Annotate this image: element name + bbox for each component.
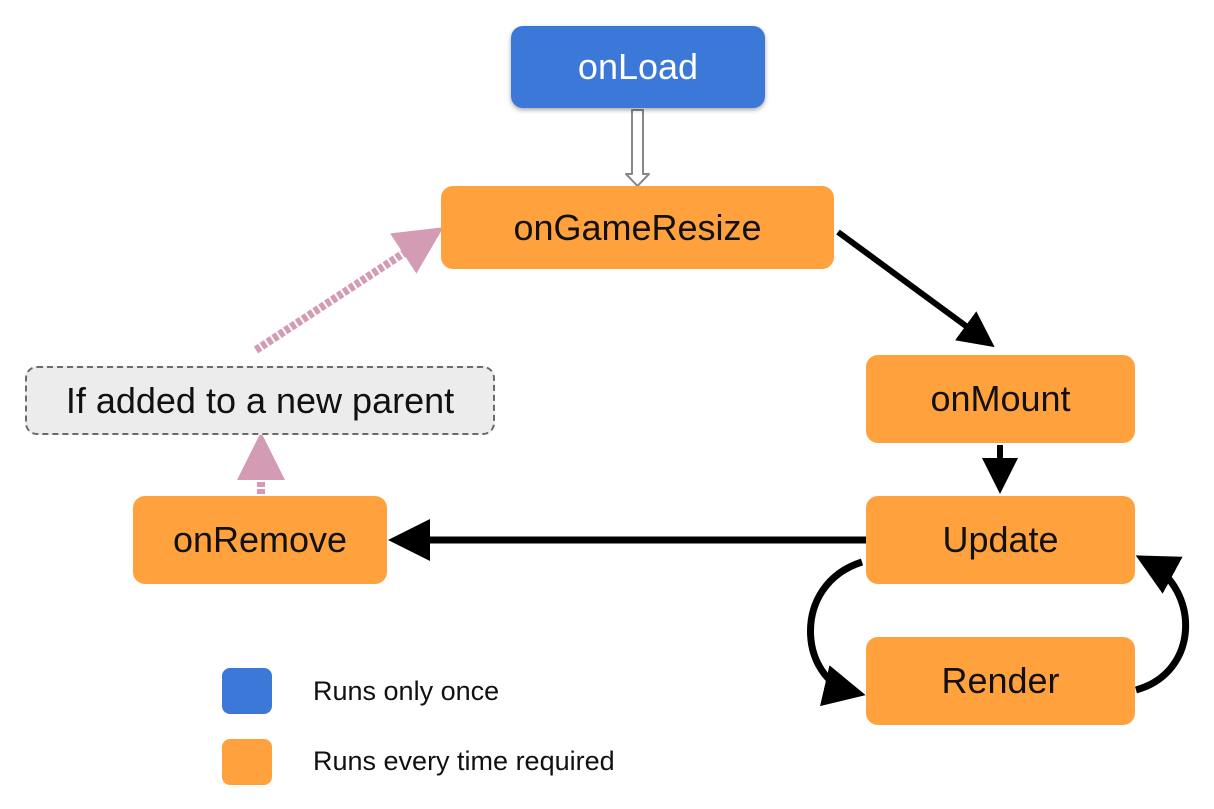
node-if-added-label: If added to a new parent [65, 379, 455, 421]
arrow-render-to-update [1134, 555, 1190, 694]
node-onload-label: onLoad [577, 46, 699, 87]
node-onremove: onRemove [133, 496, 387, 584]
node-update: Update [866, 496, 1135, 584]
legend-swatch-blue [222, 668, 272, 714]
legend-label-every-time: Runs every time required [313, 746, 615, 776]
node-ongameresize-label: onGameResize [513, 206, 762, 248]
node-ongameresize: onGameResize [441, 186, 834, 269]
legend-label-once: Runs only once [313, 676, 500, 706]
node-render-label: Render [941, 660, 1060, 701]
node-onremove-label: onRemove [172, 519, 348, 560]
node-render: Render [866, 637, 1135, 725]
legend-swatch-orange [222, 739, 272, 785]
node-onmount: onMount [866, 355, 1135, 443]
node-if-added-to-new-parent: If added to a new parent [25, 366, 495, 435]
arrow-update-to-render [807, 558, 866, 707]
node-onmount-label: onMount [930, 378, 1071, 419]
node-onload: onLoad [511, 26, 765, 108]
arrow-ifadded-to-ongameresize [253, 227, 444, 354]
arrow-ongameresize-to-onmount [836, 229, 995, 348]
node-update-label: Update [942, 519, 1059, 560]
arrow-onload-to-ongameresize [625, 109, 650, 187]
